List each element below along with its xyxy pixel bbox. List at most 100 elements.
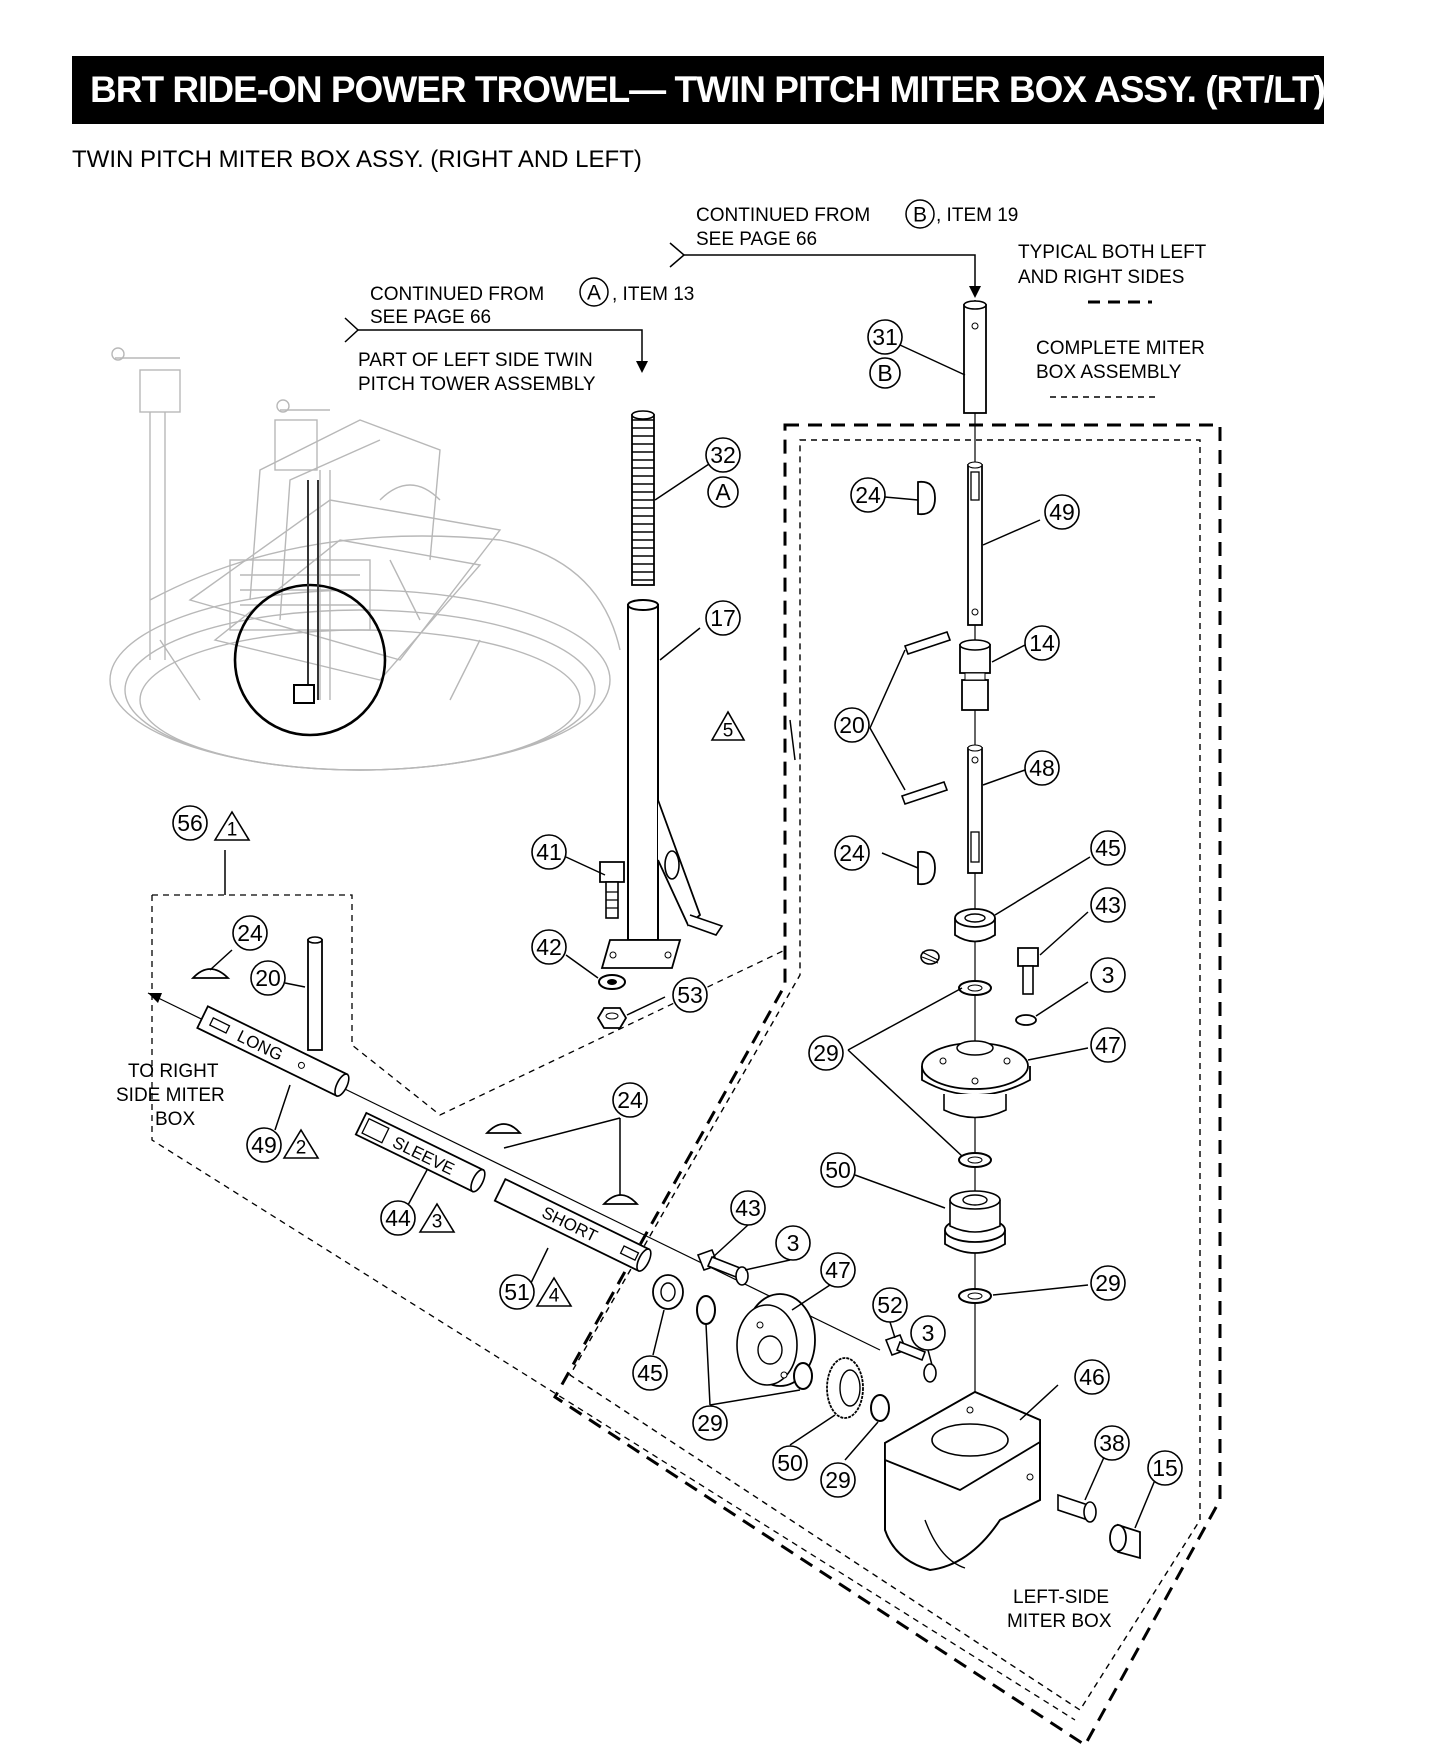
svg-text:47: 47: [1095, 1032, 1121, 1058]
svg-text:24: 24: [855, 482, 881, 508]
svg-text:45: 45: [637, 1360, 663, 1386]
callout-43-vertical: 43: [1090, 887, 1126, 923]
callout-31: 31: [867, 319, 903, 355]
vertical-shaft-stack: [884, 300, 1141, 1572]
svg-text:4: 4: [549, 1286, 560, 1307]
title-bar: BRT RIDE-ON POWER TROWEL— TWIN PITCH MIT…: [72, 56, 1326, 124]
item-56-boundary: [152, 894, 786, 1116]
svg-text:32: 32: [710, 442, 736, 468]
callout-46: 46: [1074, 1359, 1110, 1395]
callout-42: 42: [531, 929, 567, 965]
fitting-38: [1057, 1493, 1097, 1523]
callout-24-left: 24: [232, 915, 268, 951]
svg-text:53: 53: [677, 982, 703, 1008]
svg-text:24: 24: [839, 840, 865, 866]
callout-bubbles: 31 B 32 A 17 5 24 49 14 20 48 24 45 43 3…: [172, 319, 1183, 1498]
callout-3-bolt52: 3: [910, 1315, 946, 1351]
shaft-51-short: SHORT: [493, 1177, 652, 1273]
u-joint-14: [959, 639, 991, 711]
callout-53: 53: [672, 977, 708, 1013]
svg-text:50: 50: [825, 1157, 851, 1183]
legend-complete-label-2: BOX ASSEMBLY: [1036, 362, 1182, 383]
svg-text:42: 42: [536, 934, 562, 960]
callout-20-left: 20: [250, 960, 286, 996]
svg-text:24: 24: [617, 1087, 643, 1113]
svg-text:20: 20: [839, 712, 865, 738]
callout-17: 17: [705, 600, 741, 636]
svg-text:29: 29: [1095, 1270, 1121, 1296]
callout-45-horizontal: 45: [632, 1355, 668, 1391]
svg-text:49: 49: [251, 1132, 277, 1158]
lockwasher-3-bolt52: [923, 1363, 937, 1383]
svg-text:CONTINUED FROM: CONTINUED FROM: [370, 284, 544, 305]
tower-tube-17: [600, 599, 724, 969]
svg-text:45: 45: [1095, 835, 1121, 861]
callout-24-short: 24: [612, 1082, 648, 1118]
svg-text:43: 43: [735, 1195, 761, 1221]
callout-3-horizontal: 3: [775, 1225, 811, 1261]
callout-47-horizontal: 47: [820, 1252, 856, 1288]
svg-text:31: 31: [872, 324, 898, 350]
svg-text:CONTINUED FROM: CONTINUED FROM: [696, 205, 870, 226]
key-24-middle: [917, 850, 936, 886]
callout-b: B: [869, 357, 901, 389]
svg-text:15: 15: [1152, 1455, 1178, 1481]
part-of-tower-label-1: PART OF LEFT SIDE TWIN: [358, 350, 593, 371]
svg-text:A: A: [715, 479, 731, 505]
washer-29-c: [696, 1295, 716, 1325]
flange-47-vertical: [921, 1040, 1031, 1119]
page-title: BRT RIDE-ON POWER TROWEL— TWIN PITCH MIT…: [90, 69, 1326, 110]
callout-44: 44: [380, 1200, 416, 1236]
gear-50-horizontal: [826, 1357, 864, 1419]
continued-from-b-note: CONTINUED FROM B , ITEM 19 SEE PAGE 66: [669, 199, 1018, 298]
svg-text:41: 41: [536, 839, 562, 865]
pin-20-left: [307, 936, 323, 1051]
svg-text:14: 14: [1029, 630, 1055, 656]
callout-41: 41: [531, 834, 567, 870]
svg-text:3: 3: [787, 1230, 800, 1256]
svg-text:3: 3: [922, 1320, 935, 1346]
svg-text:SEE PAGE 66: SEE PAGE 66: [370, 307, 491, 328]
svg-text:29: 29: [813, 1040, 839, 1066]
svg-text:MITER BOX: MITER BOX: [1007, 1611, 1112, 1632]
typical-both-sides-boundary: [569, 439, 1201, 1711]
callout-49-long: 49: [246, 1127, 282, 1163]
svg-text:SIDE MITER: SIDE MITER: [116, 1085, 225, 1106]
leader-lines: [209, 344, 1156, 1529]
bolt-52: [884, 1333, 927, 1362]
svg-text:A: A: [587, 282, 601, 305]
svg-text:29: 29: [697, 1410, 723, 1436]
callout-20-upper: 20: [834, 707, 870, 743]
callout-45-vertical: 45: [1090, 830, 1126, 866]
svg-text:B: B: [877, 360, 892, 386]
sleeve-44: SLEEVE: [354, 1111, 486, 1193]
washer-29-e: [793, 1362, 813, 1390]
svg-text:3: 3: [432, 1212, 443, 1233]
callout-52: 52: [872, 1287, 908, 1323]
cap-15: [1109, 1523, 1141, 1560]
callout-triangle-5: 5: [710, 710, 746, 742]
key-24-left: [190, 968, 231, 979]
callout-29-lower: 29: [820, 1462, 856, 1498]
callout-49-upper: 49: [1044, 494, 1080, 530]
callout-50-vertical: 50: [820, 1152, 856, 1188]
left-side-miter-box-label: LEFT-SIDE MITER BOX: [1007, 1587, 1112, 1632]
shaft-48: [967, 744, 983, 874]
callout-50-horizontal: 50: [772, 1445, 808, 1481]
svg-text:, ITEM 13: , ITEM 13: [612, 284, 694, 305]
legend: TYPICAL BOTH LEFT AND RIGHT SIDES COMPLE…: [1018, 242, 1207, 398]
part-of-tower-label-2: PITCH TOWER ASSEMBLY: [358, 374, 596, 395]
callout-triangle-2: 2: [282, 1128, 320, 1159]
svg-text:B: B: [913, 204, 927, 227]
callout-29-right: 29: [1090, 1265, 1126, 1301]
svg-text:SEE PAGE 66: SEE PAGE 66: [696, 229, 817, 250]
legend-complete-label-1: COMPLETE MITER: [1036, 338, 1205, 359]
key-24-upper: [917, 480, 936, 516]
bolt-41: [599, 861, 625, 919]
trowel-inset-illustration: [109, 347, 621, 771]
callout-48: 48: [1024, 750, 1060, 786]
lockwasher-3-vertical: [1015, 1014, 1037, 1026]
callout-32: 32: [705, 437, 741, 473]
svg-text:1: 1: [227, 820, 238, 841]
